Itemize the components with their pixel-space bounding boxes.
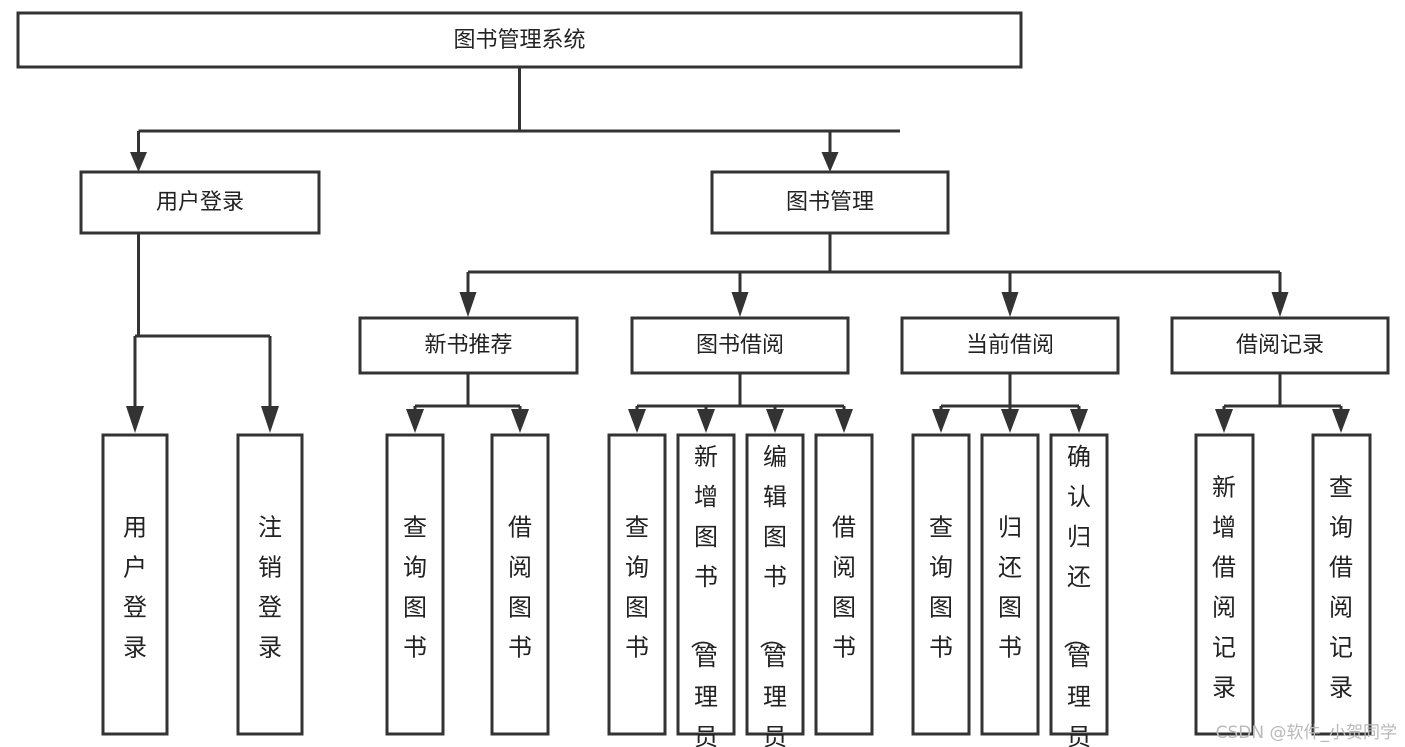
arrow-head-leaf-add-borrow-record [1215, 409, 1233, 433]
node-leaf-borrow-book-1[interactable]: 借阅图书 [490, 433, 550, 736]
node-leaf-edit-book[interactable]: 编辑图书（管理员） [745, 433, 805, 747]
node-book-management-box[interactable] [710, 170, 950, 235]
node-leaf-confirm-return[interactable]: 确认归还（管理员） [1049, 433, 1109, 747]
node-leaf-query-book-1-label: 查询图书 [403, 514, 427, 662]
node-leaf-return-book-label: 归还图书 [998, 514, 1022, 662]
node-leaf-query-book-3-label: 查询图书 [929, 514, 953, 662]
node-current-borrow-label: 当前借阅 [966, 333, 1054, 358]
node-leaf-add-book[interactable]: 新增图书（管理员） [676, 433, 736, 747]
node-root-label: 图书管理系统 [453, 28, 585, 53]
node-leaf-add-book-label: 新增图书（管理员） [688, 443, 718, 747]
node-leaf-logout-login[interactable]: 注销登录 [236, 433, 304, 736]
node-leaf-query-borrow-record-label: 查询借阅记录 [1329, 474, 1353, 702]
node-user-login-label: 用户登录 [156, 190, 244, 215]
node-leaf-add-book-box[interactable] [676, 433, 736, 736]
node-leaf-confirm-return-label: 确认归还（管理员） [1061, 443, 1091, 747]
node-leaf-query-book-1[interactable]: 查询图书 [385, 433, 445, 736]
node-new-book-recommend-box[interactable] [358, 316, 579, 375]
arrow-head-leaf-edit-book [766, 409, 784, 433]
node-leaf-logout-login-label: 注销登录 [258, 514, 282, 662]
node-leaf-query-borrow-record[interactable]: 查询借阅记录 [1311, 433, 1372, 736]
arrow-head-book-management [821, 152, 839, 172]
arrow-head-user-login [130, 152, 147, 172]
node-leaf-query-book-3-box[interactable] [911, 433, 971, 736]
arrow-head-leaf-user-login [126, 406, 144, 433]
node-leaf-logout-login-box[interactable] [236, 433, 304, 736]
node-borrow-record[interactable]: 借阅记录 [1170, 316, 1390, 375]
node-leaf-borrow-book-2[interactable]: 借阅图书 [814, 433, 874, 736]
node-root[interactable]: 图书管理系统 [16, 11, 1023, 69]
node-leaf-confirm-return-box[interactable] [1049, 433, 1109, 736]
node-leaf-borrow-book-2-label: 借阅图书 [832, 514, 856, 662]
node-leaf-query-borrow-record-box[interactable] [1311, 433, 1372, 736]
arrow-head-leaf-query-book-2 [628, 409, 646, 433]
node-leaf-add-borrow-record-box[interactable] [1194, 433, 1255, 736]
arrow-head-leaf-query-book-3 [932, 409, 950, 433]
arrow-head-leaf-return-book [1001, 409, 1019, 433]
node-leaf-query-book-2-label: 查询图书 [625, 514, 649, 662]
node-leaf-query-book-3[interactable]: 查询图书 [911, 433, 971, 736]
arrow-head-current-borrow [1001, 292, 1019, 317]
node-leaf-query-book-2[interactable]: 查询图书 [607, 433, 667, 736]
node-book-management-label: 图书管理 [786, 190, 874, 215]
node-user-login[interactable]: 用户登录 [79, 170, 321, 235]
node-leaf-add-borrow-record-label: 新增借阅记录 [1212, 474, 1236, 702]
node-leaf-borrow-book-1-box[interactable] [490, 433, 550, 736]
connector-layer [126, 68, 1350, 433]
node-leaf-return-book[interactable]: 归还图书 [980, 433, 1040, 736]
arrow-head-borrow-record [1271, 292, 1289, 317]
arrow-head-leaf-query-borrow-record [1332, 409, 1350, 433]
node-current-borrow[interactable]: 当前借阅 [900, 316, 1120, 375]
node-book-borrow-label: 图书借阅 [696, 333, 784, 358]
node-current-borrow-box[interactable] [900, 316, 1120, 375]
node-leaf-query-book-1-box[interactable] [385, 433, 445, 736]
leaf-nodes-layer: 用户登录 注销登录 查询图书 借阅图书 查询图书 新增图书（管理员） 编辑图书（… [101, 433, 1372, 747]
node-leaf-user-login-label: 用户登录 [123, 514, 147, 662]
node-leaf-edit-book-label: 编辑图书（管理员） [757, 443, 787, 747]
arrow-head-leaf-borrow-book-2 [835, 409, 853, 433]
node-root-box[interactable] [16, 11, 1023, 69]
node-new-book-recommend[interactable]: 新书推荐 [358, 316, 579, 375]
node-book-management[interactable]: 图书管理 [710, 170, 950, 235]
arrow-head-new-book-recommend [459, 292, 477, 317]
node-leaf-add-borrow-record[interactable]: 新增借阅记录 [1194, 433, 1255, 736]
node-leaf-user-login-box[interactable] [101, 433, 169, 736]
arrow-head-leaf-query-book-1 [406, 409, 424, 433]
csdn-watermark: CSDN @软件_小贺同学 [1215, 723, 1397, 743]
node-leaf-borrow-book-2-box[interactable] [814, 433, 874, 736]
node-leaf-query-book-2-box[interactable] [607, 433, 667, 736]
arrow-head-book-borrow [731, 292, 749, 317]
node-user-login-box[interactable] [79, 170, 321, 235]
arrow-head-leaf-logout-login [261, 406, 279, 433]
node-leaf-return-book-box[interactable] [980, 433, 1040, 736]
arrow-head-leaf-confirm-return [1070, 409, 1088, 433]
node-borrow-record-label: 借阅记录 [1236, 333, 1324, 358]
arrow-head-leaf-borrow-book-1 [511, 409, 529, 433]
node-new-book-recommend-label: 新书推荐 [424, 333, 512, 358]
arrow-head-leaf-add-book [697, 409, 715, 433]
node-leaf-borrow-book-1-label: 借阅图书 [508, 514, 532, 662]
node-book-borrow-box[interactable] [630, 316, 850, 375]
node-leaf-edit-book-box[interactable] [745, 433, 805, 736]
node-borrow-record-box[interactable] [1170, 316, 1390, 375]
node-leaf-user-login[interactable]: 用户登录 [101, 433, 169, 736]
node-book-borrow[interactable]: 图书借阅 [630, 316, 850, 375]
